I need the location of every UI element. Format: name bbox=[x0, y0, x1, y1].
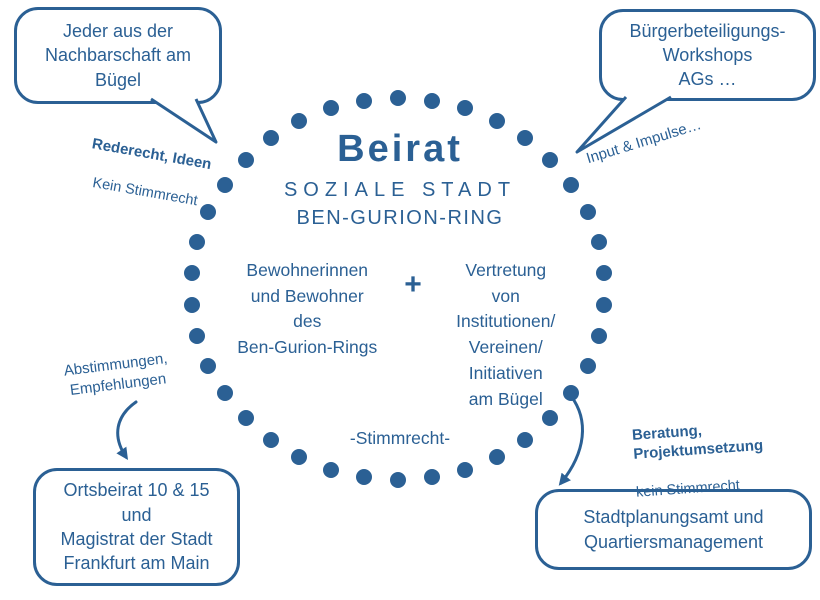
circle-dot bbox=[488, 448, 505, 465]
circle-dot bbox=[390, 472, 406, 488]
circle-dot bbox=[237, 410, 254, 427]
circle-dot bbox=[291, 448, 308, 465]
bottom-left-arrow bbox=[116, 400, 138, 460]
circle-dot bbox=[183, 296, 200, 313]
bubble-workshops-text: Bürgerbeteiligungs- Workshops AGs … bbox=[629, 20, 786, 90]
bubble-stadtplanungsamt-text: Stadtplanungsamt und Quartiersmanagement bbox=[583, 507, 764, 552]
circle-dot bbox=[355, 469, 372, 486]
circle-dot bbox=[457, 100, 474, 117]
beirat-title: Beirat bbox=[337, 128, 463, 170]
circle-dot bbox=[596, 296, 613, 313]
bubble-stadtplanungsamt: Stadtplanungsamt und Quartiersmanagement bbox=[535, 489, 812, 570]
bubble-neighborhood-text: Jeder aus der Nachbarschaft am Bügel bbox=[44, 21, 192, 90]
plus-sign: + bbox=[404, 268, 422, 301]
circle-dot bbox=[291, 113, 308, 130]
bubble-neighborhood: Jeder aus der Nachbarschaft am Bügel bbox=[14, 7, 222, 104]
circle-dot bbox=[183, 265, 200, 282]
circle-dot bbox=[322, 100, 339, 117]
circle-dot bbox=[590, 327, 607, 344]
circle-dot bbox=[579, 204, 596, 221]
circle-dot bbox=[355, 92, 372, 109]
subtitle-soziale-stadt: SOZIALE STADT bbox=[283, 179, 517, 201]
circle-dot bbox=[457, 461, 474, 478]
bubble-ortsbeirat-text: Ortsbeirat 10 & 15 und Magistrat der Sta… bbox=[60, 480, 213, 574]
center-block: Beirat SOZIALE STADT BEN-GURION-RING Bew… bbox=[200, 128, 600, 449]
circle-dot bbox=[590, 234, 607, 251]
members-row: Bewohnerinnen und Bewohner des Ben-Gurio… bbox=[200, 258, 600, 412]
circle-dot bbox=[488, 113, 505, 130]
annotation-input-impulse: Input & Impulse… bbox=[584, 116, 704, 168]
bubble-ortsbeirat: Ortsbeirat 10 & 15 und Magistrat der Sta… bbox=[33, 468, 240, 586]
stimmrecht-label: -Stimmrecht- bbox=[349, 428, 451, 449]
circle-dot bbox=[216, 385, 233, 402]
circle-dot bbox=[216, 176, 233, 193]
bubble-workshops: Bürgerbeteiligungs- Workshops AGs … bbox=[599, 9, 816, 101]
circle-dot bbox=[262, 130, 279, 147]
circle-dot bbox=[424, 469, 441, 486]
annotation-rederecht-bold: Rederecht, Ideen bbox=[90, 134, 213, 173]
annotation-beratung-bold: Beratung, Projektumsetzung bbox=[631, 421, 764, 463]
residents-group: Bewohnerinnen und Bewohner des Ben-Gurio… bbox=[237, 260, 378, 358]
circle-dot bbox=[542, 410, 559, 427]
circle-dot bbox=[189, 327, 206, 344]
circle-dot bbox=[237, 151, 254, 168]
circle-dot bbox=[542, 151, 559, 168]
circle-dot bbox=[200, 357, 217, 374]
circle-dot bbox=[596, 265, 613, 282]
circle-dot bbox=[517, 431, 534, 448]
circle-dot bbox=[517, 130, 534, 147]
circle-dot bbox=[563, 176, 580, 193]
circle-dot bbox=[262, 431, 279, 448]
circle-dot bbox=[390, 90, 406, 106]
subtitle-ben-gurion-ring: BEN-GURION-RING bbox=[296, 207, 504, 229]
circle-dot bbox=[189, 234, 206, 251]
circle-dot bbox=[424, 92, 441, 109]
circle-dot bbox=[200, 204, 217, 221]
circle-dot bbox=[579, 357, 596, 374]
annotation-beratung: Beratung, Projektumsetzung kein Stimmrec… bbox=[630, 397, 768, 522]
institutions-group: Vertretung von Institutionen/ Vereinen/ … bbox=[456, 260, 556, 409]
circle-dot bbox=[322, 461, 339, 478]
annotation-beratung-plain: kein Stimmrecht bbox=[635, 477, 741, 501]
annotation-abstimmungen: Abstimmungen, Empfehlungen bbox=[62, 349, 169, 399]
annotation-rederecht-plain: Kein Stimmrecht bbox=[91, 174, 199, 209]
